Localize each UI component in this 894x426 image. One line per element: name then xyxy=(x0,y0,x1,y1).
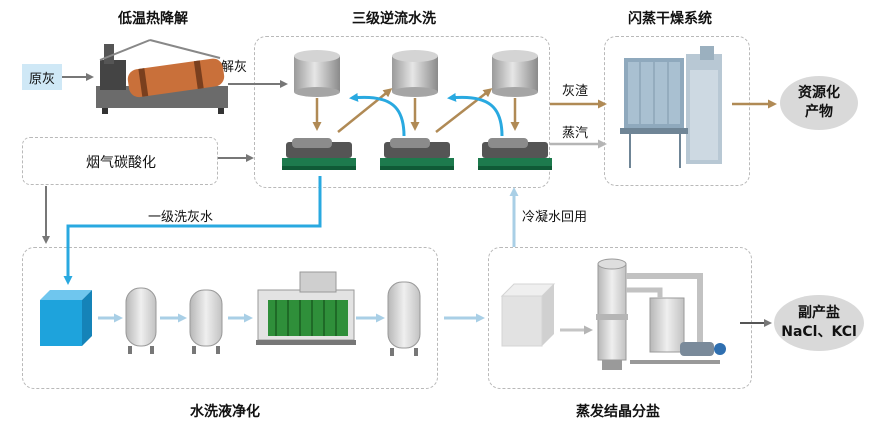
resource-product-line1: 资源化 xyxy=(798,85,840,101)
arrow-stage1-to-tank2 xyxy=(337,88,393,133)
centrifuge-3-icon xyxy=(478,138,552,170)
resource-product-line2: 产物 xyxy=(805,104,833,120)
flue-gas-box xyxy=(22,137,218,185)
salt-product-line2: NaCl、KCl xyxy=(781,324,857,340)
evaporation-section-box xyxy=(488,247,752,389)
flash-drying-section-box xyxy=(604,36,750,186)
evaporator-equipment-icon xyxy=(596,258,726,370)
raw-ash-label: 原灰 xyxy=(22,64,62,90)
purification-section-box xyxy=(22,247,438,389)
salt-product-line1: 副产盐 xyxy=(798,305,840,321)
salt-product-circle: 副产盐 NaCl、KCl xyxy=(774,295,864,351)
title-purification: 水洗液净化 xyxy=(190,404,260,420)
evaporation-feed-tank-icon xyxy=(500,283,556,347)
flash-drying-equipment-icon xyxy=(620,46,722,168)
arrow-first-wash-water xyxy=(63,176,322,285)
wash-tank-1-icon xyxy=(294,50,340,97)
collection-tank-cube-icon xyxy=(40,290,92,346)
arrow-counterflow-3-to-2 xyxy=(447,92,504,137)
arrow-stage2-to-tank3 xyxy=(435,88,493,133)
resource-product-circle: 资源化产物 xyxy=(780,76,858,130)
pyrolysis-kiln-icon xyxy=(96,39,228,114)
wash-tank-3-icon xyxy=(492,50,538,97)
washing-section-box xyxy=(254,36,550,188)
flue-gas-label: 烟气碳酸化 xyxy=(86,155,156,171)
arrow-counterflow-2-to-1 xyxy=(349,92,406,137)
first-wash-water-label: 一级洗灰水 xyxy=(148,210,214,225)
pressure-vessel-2-icon xyxy=(189,289,223,354)
title-flash-drying: 闪蒸干燥系统 xyxy=(628,11,712,27)
condensate-return-label: 冷凝水回用 xyxy=(522,210,588,225)
centrifuge-2-icon xyxy=(380,138,454,170)
steam-label: 蒸汽 xyxy=(562,126,589,141)
pressure-vessel-3-icon xyxy=(387,281,421,356)
title-washing: 三级逆流水洗 xyxy=(352,11,436,27)
pressure-vessel-1-icon xyxy=(125,287,157,354)
title-evaporation: 蒸发结晶分盐 xyxy=(576,404,660,420)
centrifuge-1-icon xyxy=(282,138,356,170)
title-pyrolysis: 低温热降解 xyxy=(118,11,188,27)
wash-tank-2-icon xyxy=(392,50,438,97)
membrane-skid-icon xyxy=(256,271,356,345)
ash-residue-label: 灰渣 xyxy=(562,84,589,99)
